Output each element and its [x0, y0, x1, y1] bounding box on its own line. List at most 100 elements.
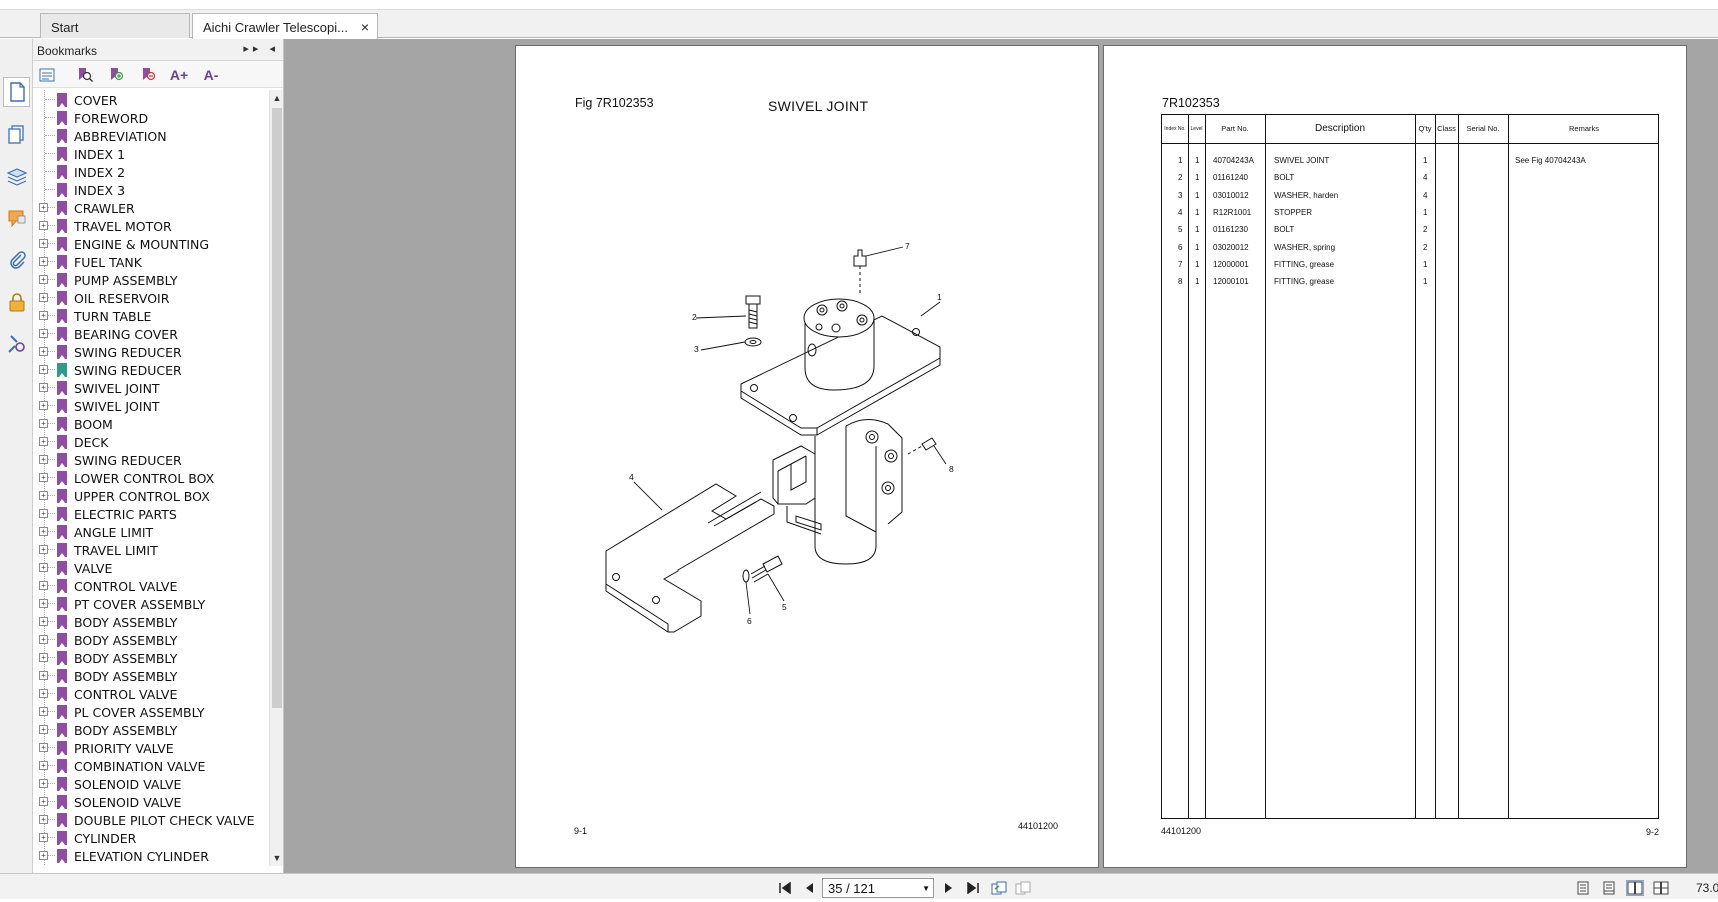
expand-toggle-icon[interactable]: +	[39, 599, 48, 608]
expand-toggle-icon[interactable]: +	[39, 527, 48, 536]
scroll-down-icon[interactable]: ▼	[272, 853, 282, 863]
expand-toggle-icon[interactable]: +	[39, 563, 48, 572]
bookmark-item[interactable]: FOREWORD	[33, 108, 269, 127]
zoom-level[interactable]: 73.0	[1696, 881, 1718, 895]
continuous-facing-view-icon[interactable]	[1652, 880, 1670, 896]
bookmark-item[interactable]: COVER	[33, 90, 269, 109]
expand-toggle-icon[interactable]: +	[39, 581, 48, 590]
bookmark-item[interactable]: +CONTROL VALVE	[33, 684, 269, 703]
expand-toggle-icon[interactable]: +	[39, 383, 48, 392]
bookmark-item[interactable]: ABBREVIATION	[33, 126, 269, 145]
bookmark-item[interactable]: +CONTROL VALVE	[33, 576, 269, 595]
expand-toggle-icon[interactable]: +	[39, 203, 48, 212]
comments-panel-button[interactable]	[3, 203, 30, 233]
bookmark-item[interactable]: +BOOM	[33, 414, 269, 433]
bookmark-find-icon[interactable]	[75, 65, 95, 84]
expand-toggle-icon[interactable]: +	[39, 491, 48, 500]
page-number-input[interactable]: 35 / 121 ▼	[822, 878, 934, 898]
bookmark-item[interactable]: +ELEVATION CYLINDER	[33, 846, 269, 865]
expand-toggle-icon[interactable]: +	[39, 275, 48, 284]
bookmark-item[interactable]: +DECK	[33, 432, 269, 451]
next-page-icon[interactable]	[940, 880, 958, 896]
bookmark-item[interactable]: +SWING REDUCER	[33, 360, 269, 379]
font-increase-button[interactable]: A+	[169, 66, 189, 83]
document-viewport[interactable]: Fig 7R102353 SWIVEL JOINT	[284, 39, 1718, 873]
expand-toggle-icon[interactable]: +	[39, 257, 48, 266]
page-dropdown-icon[interactable]: ▼	[922, 884, 930, 893]
tab-start[interactable]: Start	[40, 13, 190, 38]
bookmark-add-icon[interactable]	[107, 65, 127, 84]
security-panel-button[interactable]	[3, 287, 30, 317]
expand-toggle-icon[interactable]: +	[39, 851, 48, 860]
bookmark-item[interactable]: INDEX 2	[33, 162, 269, 181]
bookmark-item[interactable]: INDEX 1	[33, 144, 269, 163]
expand-toggle-icon[interactable]: +	[39, 689, 48, 698]
expand-toggle-icon[interactable]: +	[39, 545, 48, 554]
previous-view-icon[interactable]	[990, 880, 1008, 896]
bookmark-item[interactable]: +BODY ASSEMBLY	[33, 630, 269, 649]
bookmark-delete-icon[interactable]	[139, 65, 159, 84]
first-page-icon[interactable]	[776, 880, 794, 896]
expand-toggle-icon[interactable]: +	[39, 815, 48, 824]
bookmark-item[interactable]: +PUMP ASSEMBLY	[33, 270, 269, 289]
expand-toggle-icon[interactable]: +	[39, 779, 48, 788]
expand-toggle-icon[interactable]: +	[39, 239, 48, 248]
expand-all-icon[interactable]	[37, 65, 57, 84]
expand-toggle-icon[interactable]: +	[39, 635, 48, 644]
attachments-panel-button[interactable]	[3, 245, 30, 275]
bookmark-item[interactable]: +BODY ASSEMBLY	[33, 666, 269, 685]
bookmark-scrollbar[interactable]: ▲ ▼	[269, 90, 283, 866]
bookmark-item[interactable]: +CRAWLER	[33, 198, 269, 217]
next-view-icon[interactable]	[1014, 880, 1032, 896]
expand-toggle-icon[interactable]: +	[39, 617, 48, 626]
bookmark-item[interactable]: +TRAVEL MOTOR	[33, 216, 269, 235]
bookmark-item[interactable]: +LOWER CONTROL BOX	[33, 468, 269, 487]
expand-toggle-icon[interactable]: +	[39, 347, 48, 356]
bookmark-item[interactable]: +UPPER CONTROL BOX	[33, 486, 269, 505]
facing-view-icon[interactable]	[1626, 880, 1644, 896]
expand-toggle-icon[interactable]: +	[39, 419, 48, 428]
bookmark-item[interactable]: +COMBINATION VALVE	[33, 756, 269, 775]
font-decrease-button[interactable]: A-	[203, 66, 219, 83]
expand-toggle-icon[interactable]: +	[39, 743, 48, 752]
panel-collapse-buttons[interactable]: ▸▸ ◂	[243, 43, 279, 55]
bookmark-item[interactable]: INDEX 3	[33, 180, 269, 199]
scrollbar-thumb[interactable]	[272, 108, 282, 708]
bookmark-item[interactable]: +SOLENOID VALVE	[33, 792, 269, 811]
single-page-view-icon[interactable]	[1574, 880, 1592, 896]
expand-toggle-icon[interactable]: +	[39, 509, 48, 518]
bookmark-item[interactable]: +PL COVER ASSEMBLY	[33, 702, 269, 721]
expand-toggle-icon[interactable]: +	[39, 707, 48, 716]
pages-panel-button[interactable]	[3, 77, 30, 107]
expand-toggle-icon[interactable]: +	[39, 221, 48, 230]
expand-toggle-icon[interactable]: +	[39, 365, 48, 374]
scroll-up-icon[interactable]: ▲	[272, 93, 282, 103]
bookmark-item[interactable]: +BEARING COVER	[33, 324, 269, 343]
expand-toggle-icon[interactable]: +	[39, 455, 48, 464]
bookmark-item[interactable]: +BODY ASSEMBLY	[33, 648, 269, 667]
last-page-icon[interactable]	[964, 880, 982, 896]
expand-toggle-icon[interactable]: +	[39, 833, 48, 842]
bookmark-item[interactable]: +SWING REDUCER	[33, 450, 269, 469]
bookmark-item[interactable]: +BODY ASSEMBLY	[33, 612, 269, 631]
expand-toggle-icon[interactable]: +	[39, 725, 48, 734]
bookmark-item[interactable]: +CYLINDER	[33, 828, 269, 847]
search-panel-button[interactable]	[3, 329, 30, 359]
bookmark-item[interactable]: +TURN TABLE	[33, 306, 269, 325]
expand-toggle-icon[interactable]: +	[39, 329, 48, 338]
expand-toggle-icon[interactable]: +	[39, 293, 48, 302]
expand-toggle-icon[interactable]: +	[39, 761, 48, 770]
expand-toggle-icon[interactable]: +	[39, 797, 48, 806]
bookmark-item[interactable]: +ANGLE LIMIT	[33, 522, 269, 541]
expand-toggle-icon[interactable]: +	[39, 671, 48, 680]
bookmark-item[interactable]: +FUEL TANK	[33, 252, 269, 271]
tab-close-icon[interactable]: ×	[360, 19, 369, 35]
expand-toggle-icon[interactable]: +	[39, 437, 48, 446]
bookmark-item[interactable]: +OIL RESERVOIR	[33, 288, 269, 307]
expand-toggle-icon[interactable]: +	[39, 401, 48, 410]
previous-page-icon[interactable]	[800, 880, 818, 896]
bookmark-item[interactable]: +BODY ASSEMBLY	[33, 720, 269, 739]
expand-toggle-icon[interactable]: +	[39, 473, 48, 482]
bookmark-item[interactable]: +DOUBLE PILOT CHECK VALVE	[33, 810, 269, 829]
bookmark-item[interactable]: +SOLENOID VALVE	[33, 774, 269, 793]
